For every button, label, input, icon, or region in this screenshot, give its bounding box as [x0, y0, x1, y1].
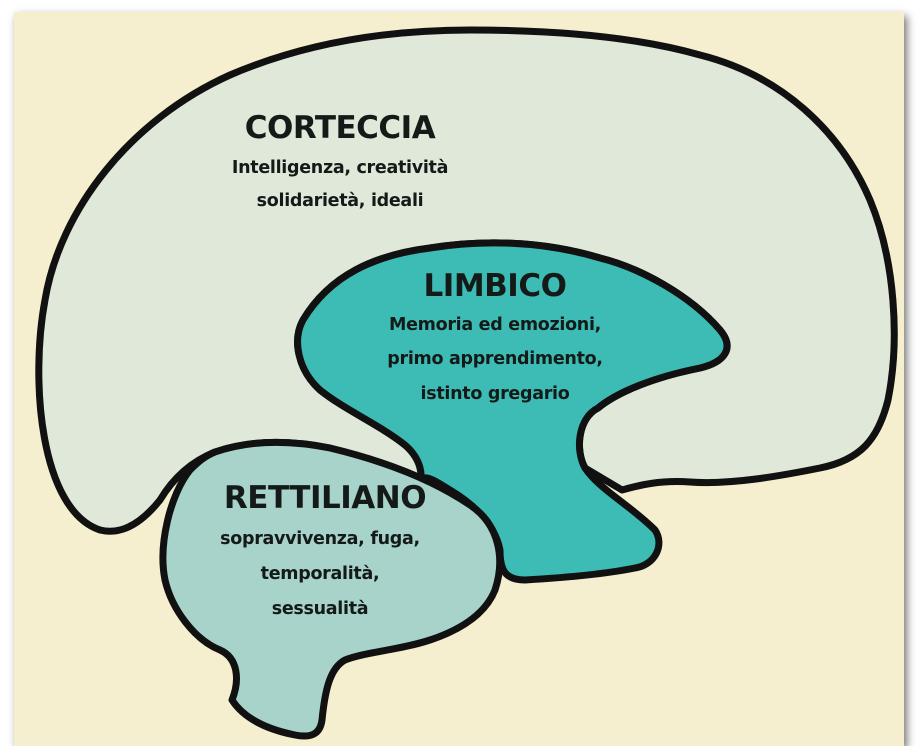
reptilian-description-line-3: sessualità: [271, 599, 369, 619]
reptilian-description-line-1: sopravvivenza, fuga,: [220, 529, 420, 549]
diagram-canvas: CORTECCIA Intelligenza, creatività solid…: [14, 12, 904, 746]
brain-diagram: [35, 26, 898, 740]
cortex-description-line-2: solidarietà, ideali: [256, 191, 424, 211]
limbic-title: LIMBICO: [423, 268, 567, 304]
reptilian-region: [159, 438, 504, 740]
cortex-title: CORTECCIA: [244, 110, 436, 146]
limbic-description-line-1: Memoria ed emozioni,: [389, 315, 601, 335]
limbic-region: [294, 239, 731, 584]
cortex-description-line-1: Intelligenza, creatività: [231, 158, 449, 178]
reptilian-title: RETTILIANO: [223, 480, 427, 516]
limbic-description-line-3: istinto gregario: [420, 384, 570, 404]
limbic-description-line-2: primo apprendimento,: [387, 349, 603, 369]
reptilian-description-line-2: temporalità,: [260, 564, 380, 584]
